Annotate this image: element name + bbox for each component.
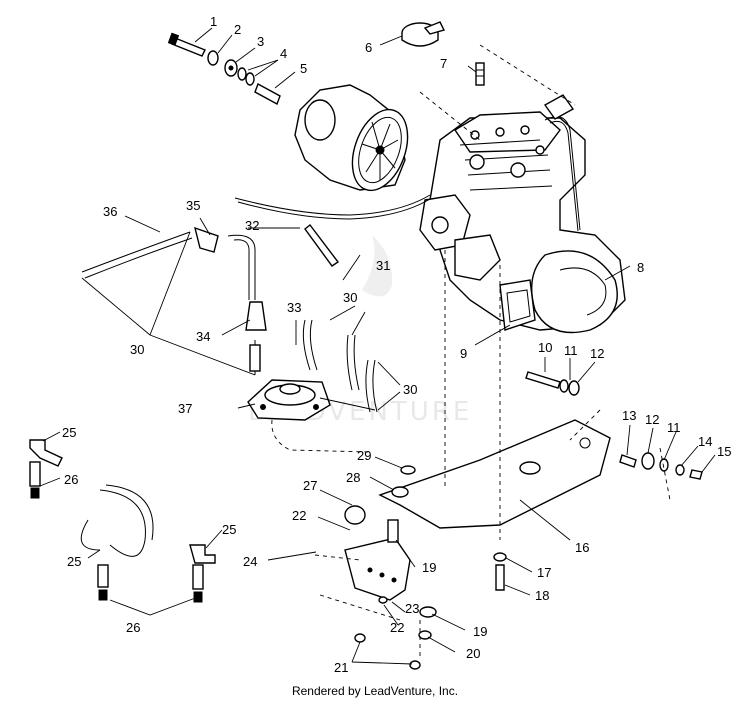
leader-lines (39, 27, 716, 665)
callout-labels: 1 2 3 4 5 6 7 8 9 10 11 12 13 12 11 14 1… (62, 14, 731, 675)
callout-20: 20 (466, 646, 480, 661)
callout-2: 2 (234, 22, 241, 37)
mount-hardware (525, 371, 703, 480)
callout-28: 28 (346, 470, 360, 485)
callout-11b: 11 (667, 420, 681, 435)
callout-22b: 22 (390, 620, 404, 635)
callout-12b: 12 (645, 412, 659, 427)
callout-36: 36 (103, 204, 117, 219)
callout-14: 14 (698, 434, 712, 449)
callout-1: 1 (210, 14, 217, 29)
callout-13: 13 (622, 408, 636, 423)
engine-assembly (419, 94, 626, 334)
callout-29: 29 (357, 448, 371, 463)
callout-31: 31 (376, 258, 390, 273)
callout-9: 9 (460, 346, 467, 361)
callout-25b: 25 (222, 522, 236, 537)
fuel-pump (247, 379, 331, 421)
callout-10: 10 (538, 340, 552, 355)
callout-12: 12 (590, 346, 604, 361)
callout-32: 32 (245, 218, 259, 233)
callout-25c: 25 (67, 554, 81, 569)
callout-19b: 19 (473, 624, 487, 639)
callout-6: 6 (365, 40, 372, 55)
callout-15: 15 (717, 444, 731, 459)
callout-21: 21 (334, 660, 348, 675)
callout-30c: 30 (403, 382, 417, 397)
mount-plate (378, 419, 611, 529)
callout-19: 19 (422, 560, 436, 575)
callout-5: 5 (300, 61, 307, 76)
callout-26: 26 (64, 472, 78, 487)
callout-30: 30 (130, 342, 144, 357)
callout-26b: 26 (126, 620, 140, 635)
callout-11: 11 (564, 343, 578, 358)
callout-18: 18 (535, 588, 549, 603)
footer-credit: Rendered by LeadVenture, Inc. (291, 684, 459, 698)
cap-6 (401, 21, 446, 47)
callout-30b: 30 (343, 290, 357, 305)
callout-23: 23 (405, 601, 419, 616)
callout-34: 34 (196, 329, 210, 344)
cable-tie (304, 224, 340, 267)
callout-16: 16 (575, 540, 589, 555)
callout-33: 33 (287, 300, 301, 315)
callout-17: 17 (537, 565, 551, 580)
callout-24: 24 (243, 554, 257, 569)
fuel-lines (81, 226, 378, 413)
spark-plug (475, 62, 485, 86)
throttle-cable (234, 194, 431, 216)
lower-hoses (29, 439, 216, 603)
callout-27: 27 (303, 478, 317, 493)
fan-assembly (294, 84, 409, 192)
bolt-stack (167, 32, 281, 106)
callout-7: 7 (440, 56, 447, 71)
alignment-lines (271, 44, 671, 660)
callout-8: 8 (637, 260, 644, 275)
callout-35: 35 (186, 198, 200, 213)
bottom-bracket (344, 465, 507, 670)
callout-3: 3 (257, 34, 264, 49)
callout-22: 22 (292, 508, 306, 523)
callout-4: 4 (280, 46, 287, 61)
callout-25: 25 (62, 425, 76, 440)
callout-37: 37 (178, 401, 192, 416)
